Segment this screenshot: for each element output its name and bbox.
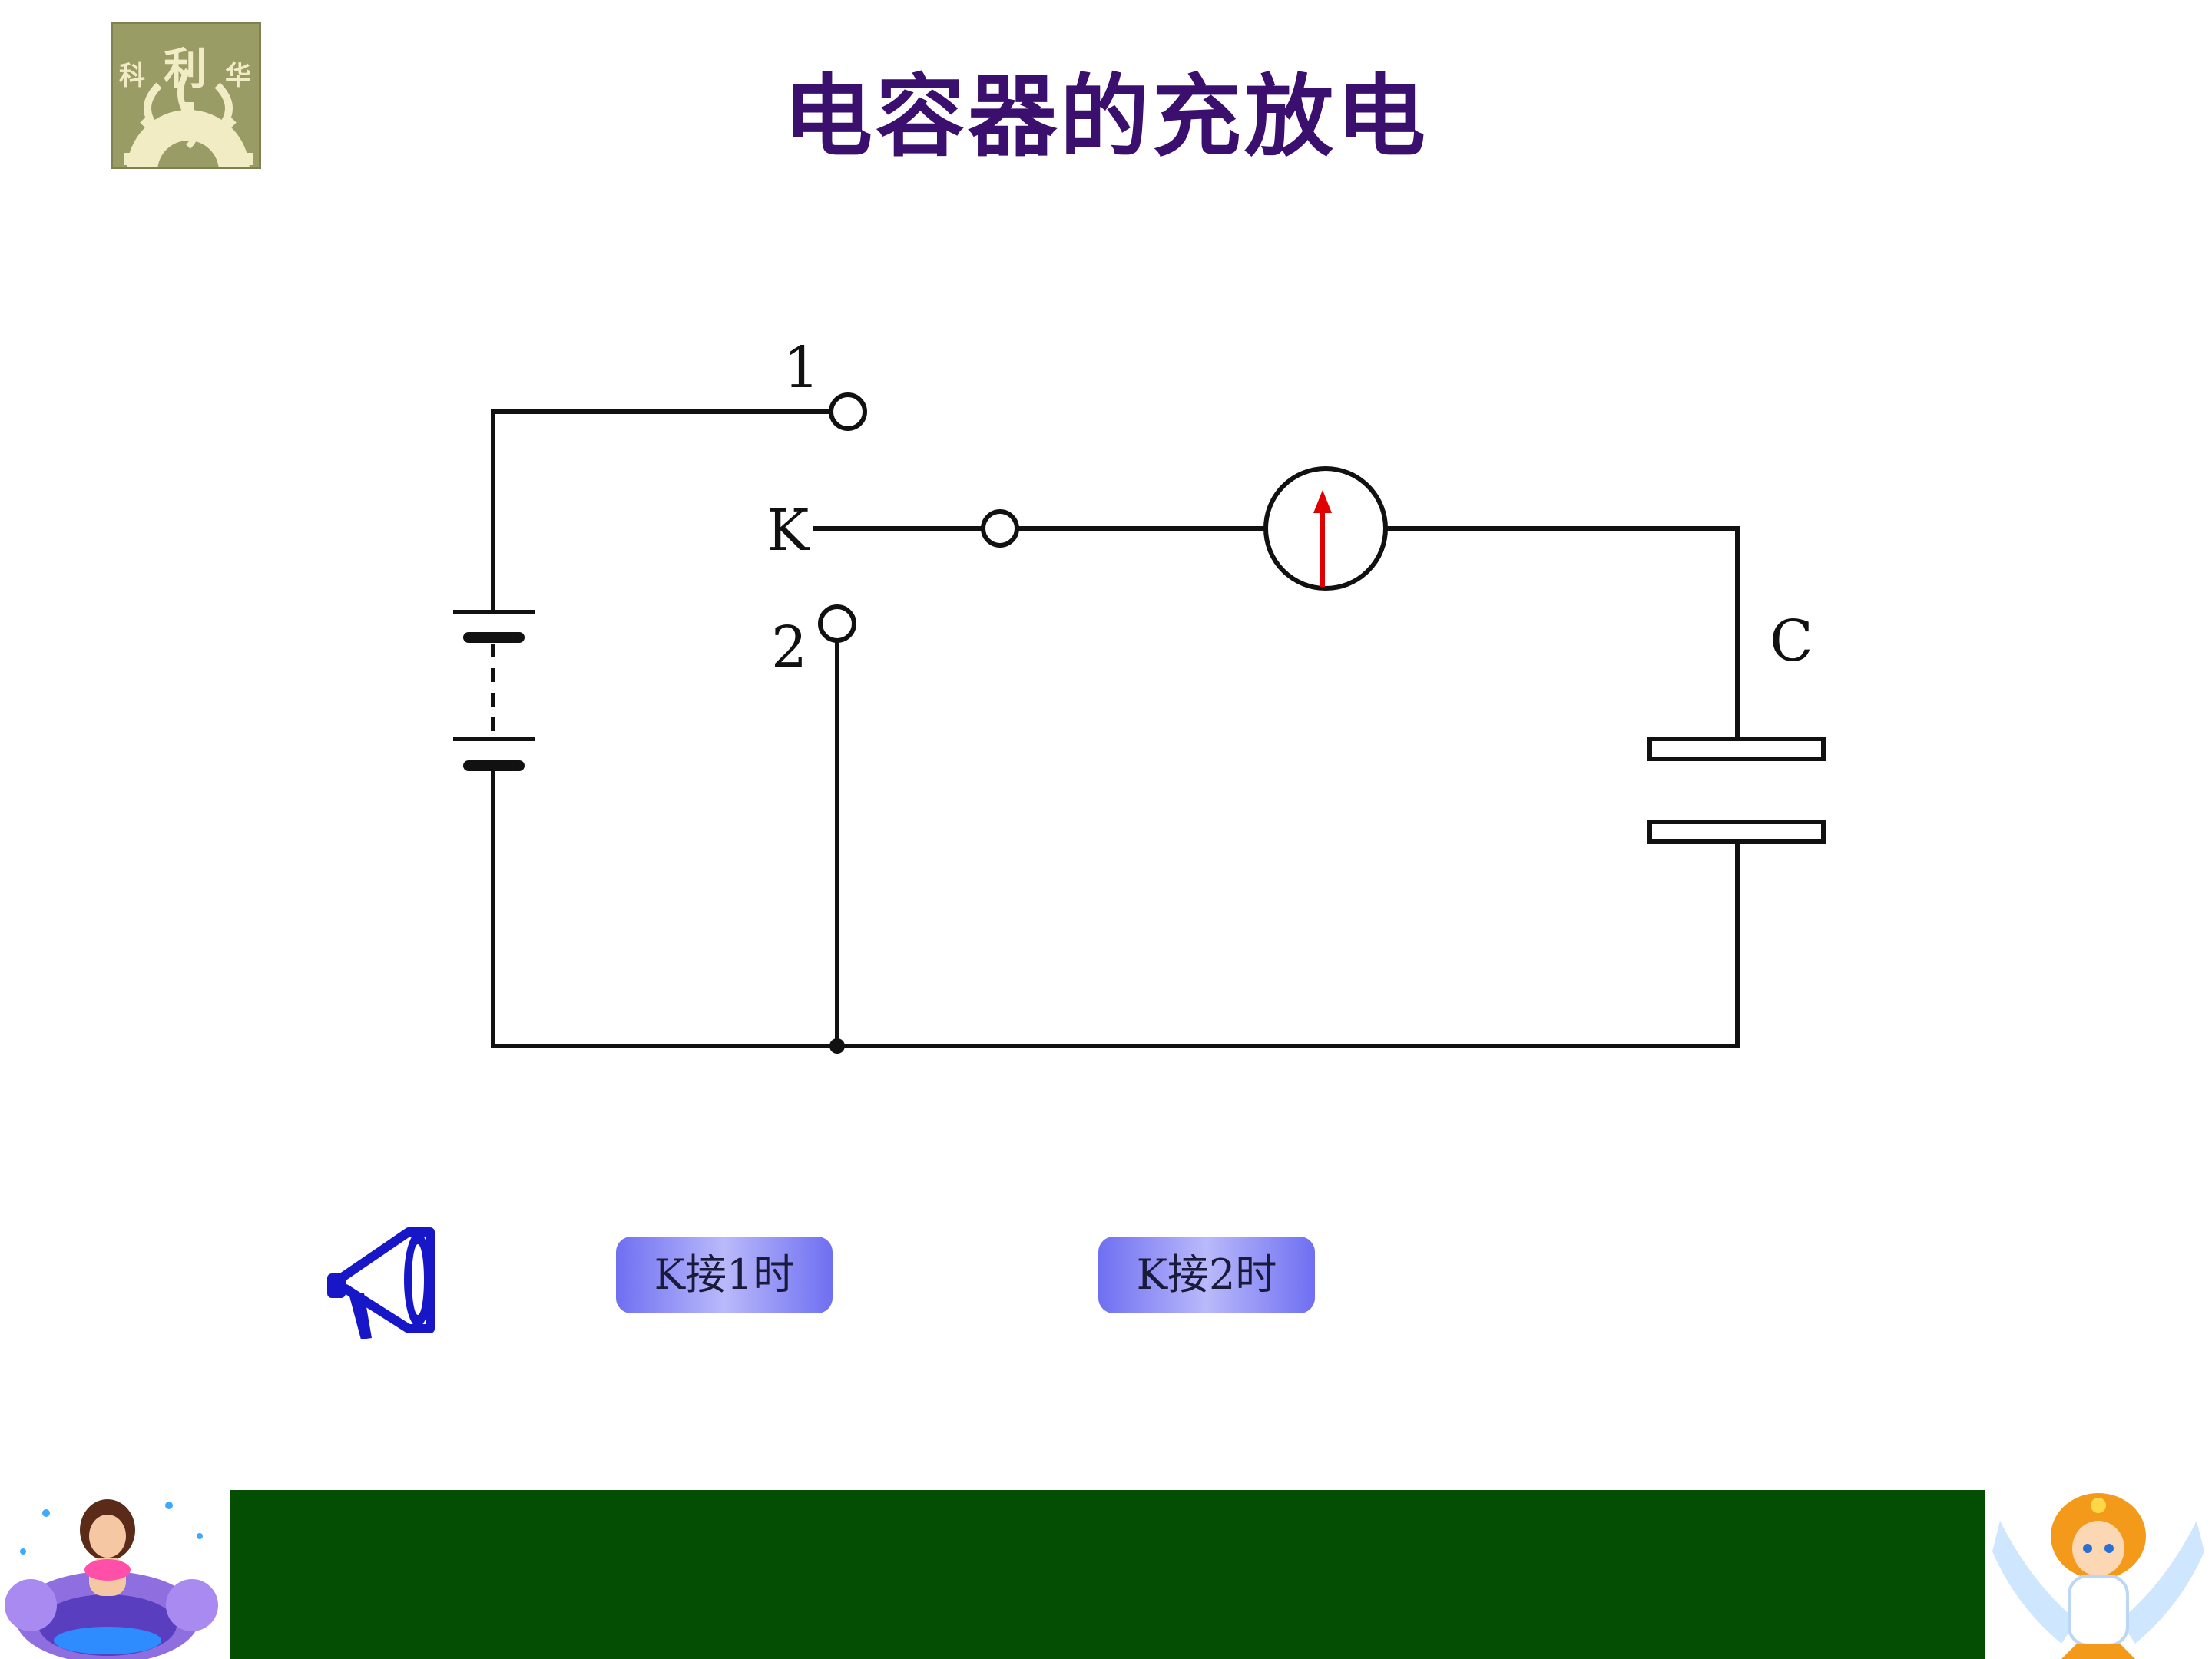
circuit-diagram: 1 K 2 C [453, 335, 1826, 1054]
k-connect-2-button[interactable]: K接2时 [1098, 1237, 1315, 1313]
megaphone-icon[interactable] [323, 1226, 438, 1341]
label-terminal-1: 1 [783, 335, 820, 401]
label-switch-k: K [767, 498, 810, 564]
mermaid-crab-character [0, 1490, 230, 1659]
k-connect-1-button[interactable]: K接1时 [616, 1237, 833, 1313]
circuit-wires [491, 409, 1740, 1048]
terminal-1 [829, 392, 867, 431]
capacitor [1647, 737, 1826, 844]
terminal-2 [818, 604, 856, 643]
logo-char-hua: 华 [225, 61, 251, 91]
logo: 科 利 华 [111, 22, 261, 169]
label-capacitor-c: C [1770, 608, 1813, 674]
gear-icon [124, 68, 253, 167]
footer-bar [0, 1490, 2212, 1659]
angel-character [1985, 1490, 2212, 1659]
logo-char-ke: 科 [119, 61, 145, 91]
page-title: 电容器的充放电 [783, 65, 1429, 169]
junction-dot [830, 1038, 845, 1054]
label-terminal-2: 2 [771, 614, 807, 680]
battery [453, 610, 535, 771]
switch-pivot [981, 509, 1019, 548]
galvanometer [1263, 466, 1388, 591]
logo-char-li: 利 [164, 44, 207, 94]
